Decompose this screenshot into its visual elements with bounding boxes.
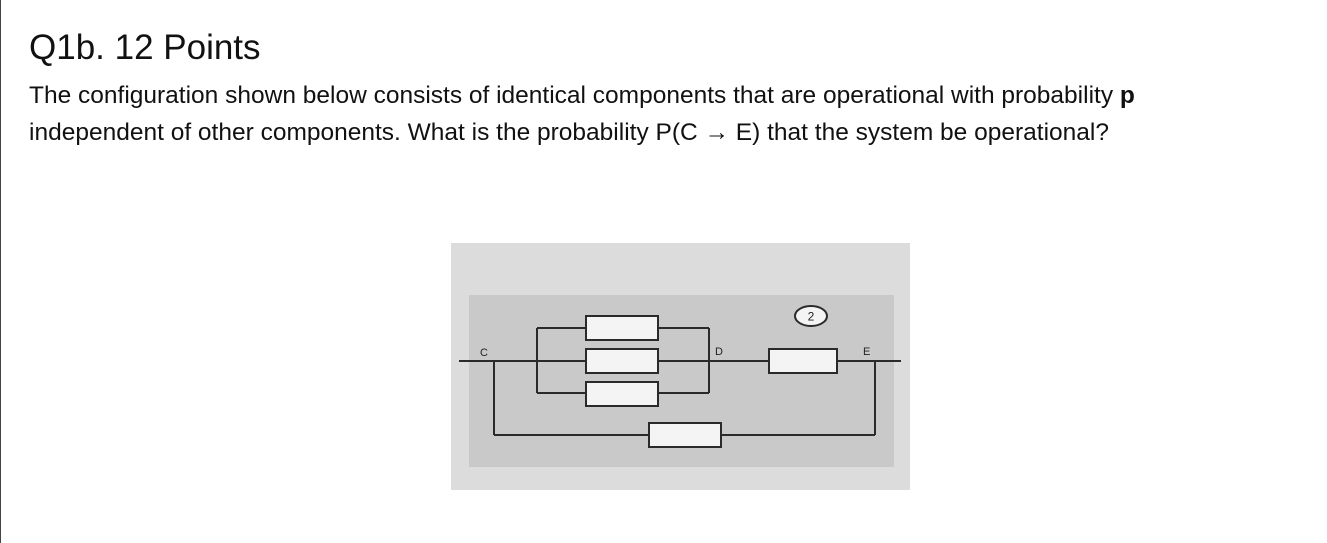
question-title: Q1b. 12 Points <box>29 28 261 67</box>
circuit-diagram-image: 2 C D E <box>451 243 910 490</box>
component-badge-circle <box>794 305 828 327</box>
node-label-c: C <box>480 347 488 359</box>
question-text-part2: independent of other components. What is… <box>29 118 1109 146</box>
node-label-d: D <box>715 346 723 358</box>
component-badge-label: 2 <box>808 310 815 324</box>
component-parallel-top <box>585 315 659 341</box>
probability-variable: p <box>1119 82 1135 109</box>
component-series-2 <box>768 348 838 374</box>
question-text-part1: The configuration shown below consists o… <box>29 82 1120 109</box>
component-parallel-bottom <box>585 381 659 407</box>
circuit-diagram: 2 C D E <box>451 243 910 490</box>
node-label-e: E <box>863 346 870 358</box>
component-parallel-middle <box>585 348 659 374</box>
question-text: The configuration shown below consists o… <box>29 78 1149 151</box>
component-bypass <box>648 422 722 448</box>
